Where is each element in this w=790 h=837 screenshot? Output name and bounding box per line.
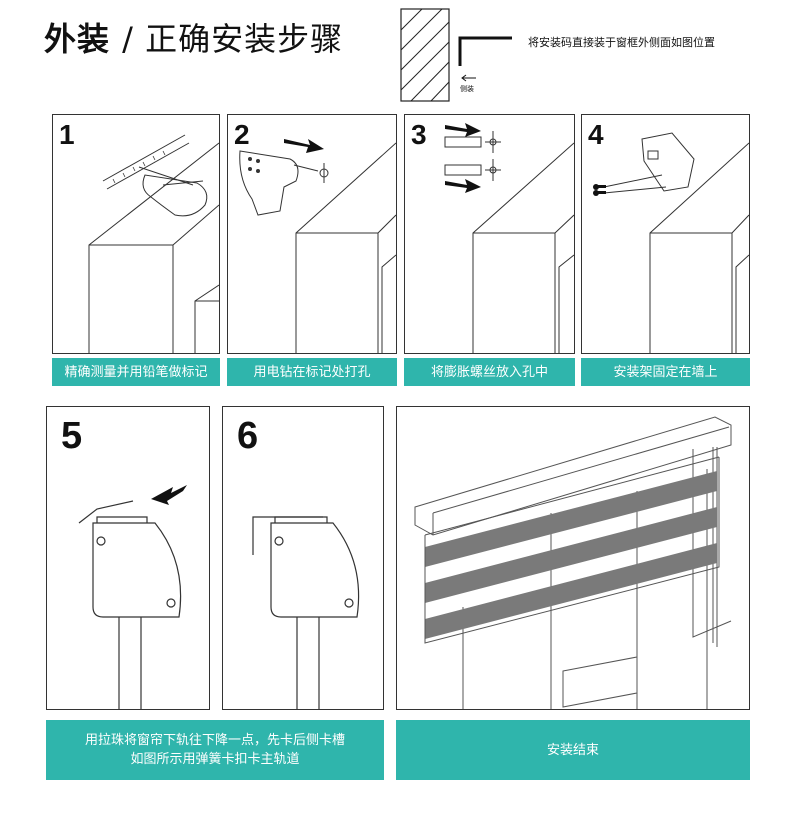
step-3-caption: 将膨胀螺丝放入孔中 <box>404 358 575 386</box>
title-sub: / 正确安装步骤 <box>122 20 344 58</box>
step-5-arrow <box>151 485 187 505</box>
step-4-caption: 安装架固定在墙上 <box>581 358 750 386</box>
step-2-caption-text: 用电钻在标记处打孔 <box>253 364 371 380</box>
step-4-panel: 4 <box>581 114 750 354</box>
step-5-number: 5 <box>61 415 83 457</box>
anchor-arrow-bottom <box>445 179 481 193</box>
page-title: 外装 / 正确安装步骤 <box>44 14 343 60</box>
step-5-panel: 5 <box>46 406 210 710</box>
step-6-panel: 6 <box>222 406 384 710</box>
step-3-number: 3 <box>411 119 427 150</box>
side-mount-hint: 将安装码直接装于窗框外侧面如图位置 <box>528 36 715 49</box>
step-1-caption-text: 精确测量并用铅笔做标记 <box>64 364 208 380</box>
step-2-caption: 用电钻在标记处打孔 <box>227 358 397 386</box>
drill-direction-arrow <box>284 139 324 153</box>
step-3-caption-text: 将膨胀螺丝放入孔中 <box>430 364 548 380</box>
step-4-number: 4 <box>588 119 604 150</box>
step-2-number: 2 <box>234 119 250 150</box>
step-2-illustration <box>239 139 396 353</box>
title-main: 外装 <box>44 20 111 58</box>
step-3-panel: 3 <box>404 114 575 354</box>
anchor-arrow-top <box>445 123 481 137</box>
step-5-6-caption-line1: 用拉珠将窗帘下轨往下降一点，先卡后侧卡槽 <box>84 733 345 748</box>
step-1-number: 1 <box>59 119 75 150</box>
side-mount-bracket-diagram <box>456 34 516 84</box>
step-5-6-caption: 用拉珠将窗帘下轨往下降一点，先卡后侧卡槽 如图所示用弹簧卡扣卡主轨道 <box>46 720 384 780</box>
step-5-illustration <box>78 485 187 709</box>
wall-hatch-diagram <box>400 8 450 102</box>
step-5-6-caption-line2: 如图所示用弹簧卡扣卡主轨道 <box>130 752 300 767</box>
finished-blind-illustration <box>414 416 732 709</box>
finish-caption-text: 安装结束 <box>546 742 599 758</box>
side-mount-label: 侧装 <box>460 85 474 93</box>
step-6-illustration <box>252 516 360 709</box>
step-3-illustration <box>444 123 574 353</box>
step-4-illustration <box>593 132 749 353</box>
step-1-caption: 精确测量并用铅笔做标记 <box>52 358 220 386</box>
step-2-panel: 2 <box>227 114 397 354</box>
step-1-illustration <box>88 134 219 353</box>
step-4-caption-text: 安装架固定在墙上 <box>613 364 718 380</box>
blind-stripes <box>425 471 717 639</box>
finish-caption: 安装结束 <box>396 720 750 780</box>
finished-blind-panel <box>396 406 750 710</box>
step-6-number: 6 <box>237 415 259 457</box>
step-1-panel: 1 <box>52 114 220 354</box>
